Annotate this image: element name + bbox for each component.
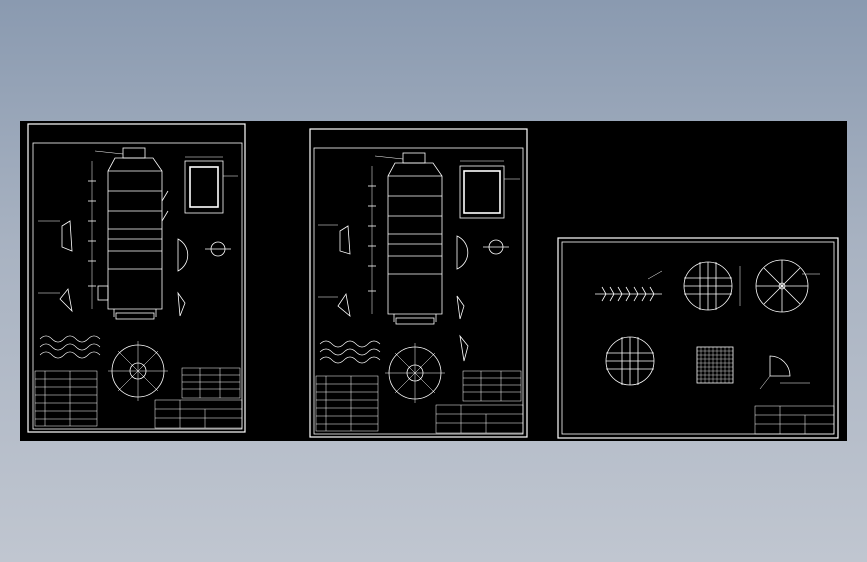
- grid-plate-circle: [683, 261, 741, 311]
- radial-plate-circle: [755, 259, 820, 313]
- flange-circle-2: [385, 343, 445, 403]
- nozzle-table-1: [181, 367, 241, 399]
- cad-drawing-canvas[interactable]: [20, 121, 847, 441]
- mesh-square: [696, 346, 734, 384]
- tower-elevation-2: [368, 152, 443, 325]
- left-details: [38, 220, 73, 313]
- drawing-sheet-1[interactable]: [27, 123, 246, 433]
- plate-details: [177, 238, 231, 317]
- title-block-3: [754, 405, 835, 435]
- parts-list-1: [34, 370, 98, 427]
- quarter-plate-detail: [759, 355, 810, 390]
- cad-drawing-svg: [27, 123, 839, 439]
- rect-frame-detail: [184, 156, 238, 214]
- support-grid-circle: [605, 336, 655, 386]
- drawing-sheet-3[interactable]: [557, 237, 839, 439]
- title-block-2: [435, 404, 524, 434]
- left-details-2: [318, 224, 351, 318]
- plate-details-2: [456, 235, 509, 362]
- tower-elevation: [88, 147, 169, 320]
- parts-list-2: [315, 375, 379, 432]
- drawing-sheet-2[interactable]: [309, 128, 528, 438]
- flange-circle: [108, 341, 168, 401]
- spray-nozzle-row: [595, 270, 663, 302]
- title-block-1: [154, 399, 243, 429]
- nozzle-table-2: [462, 370, 522, 402]
- packing-pattern-2: [319, 340, 381, 364]
- packing-pattern: [39, 335, 101, 359]
- rect-frame-detail-2: [459, 160, 520, 219]
